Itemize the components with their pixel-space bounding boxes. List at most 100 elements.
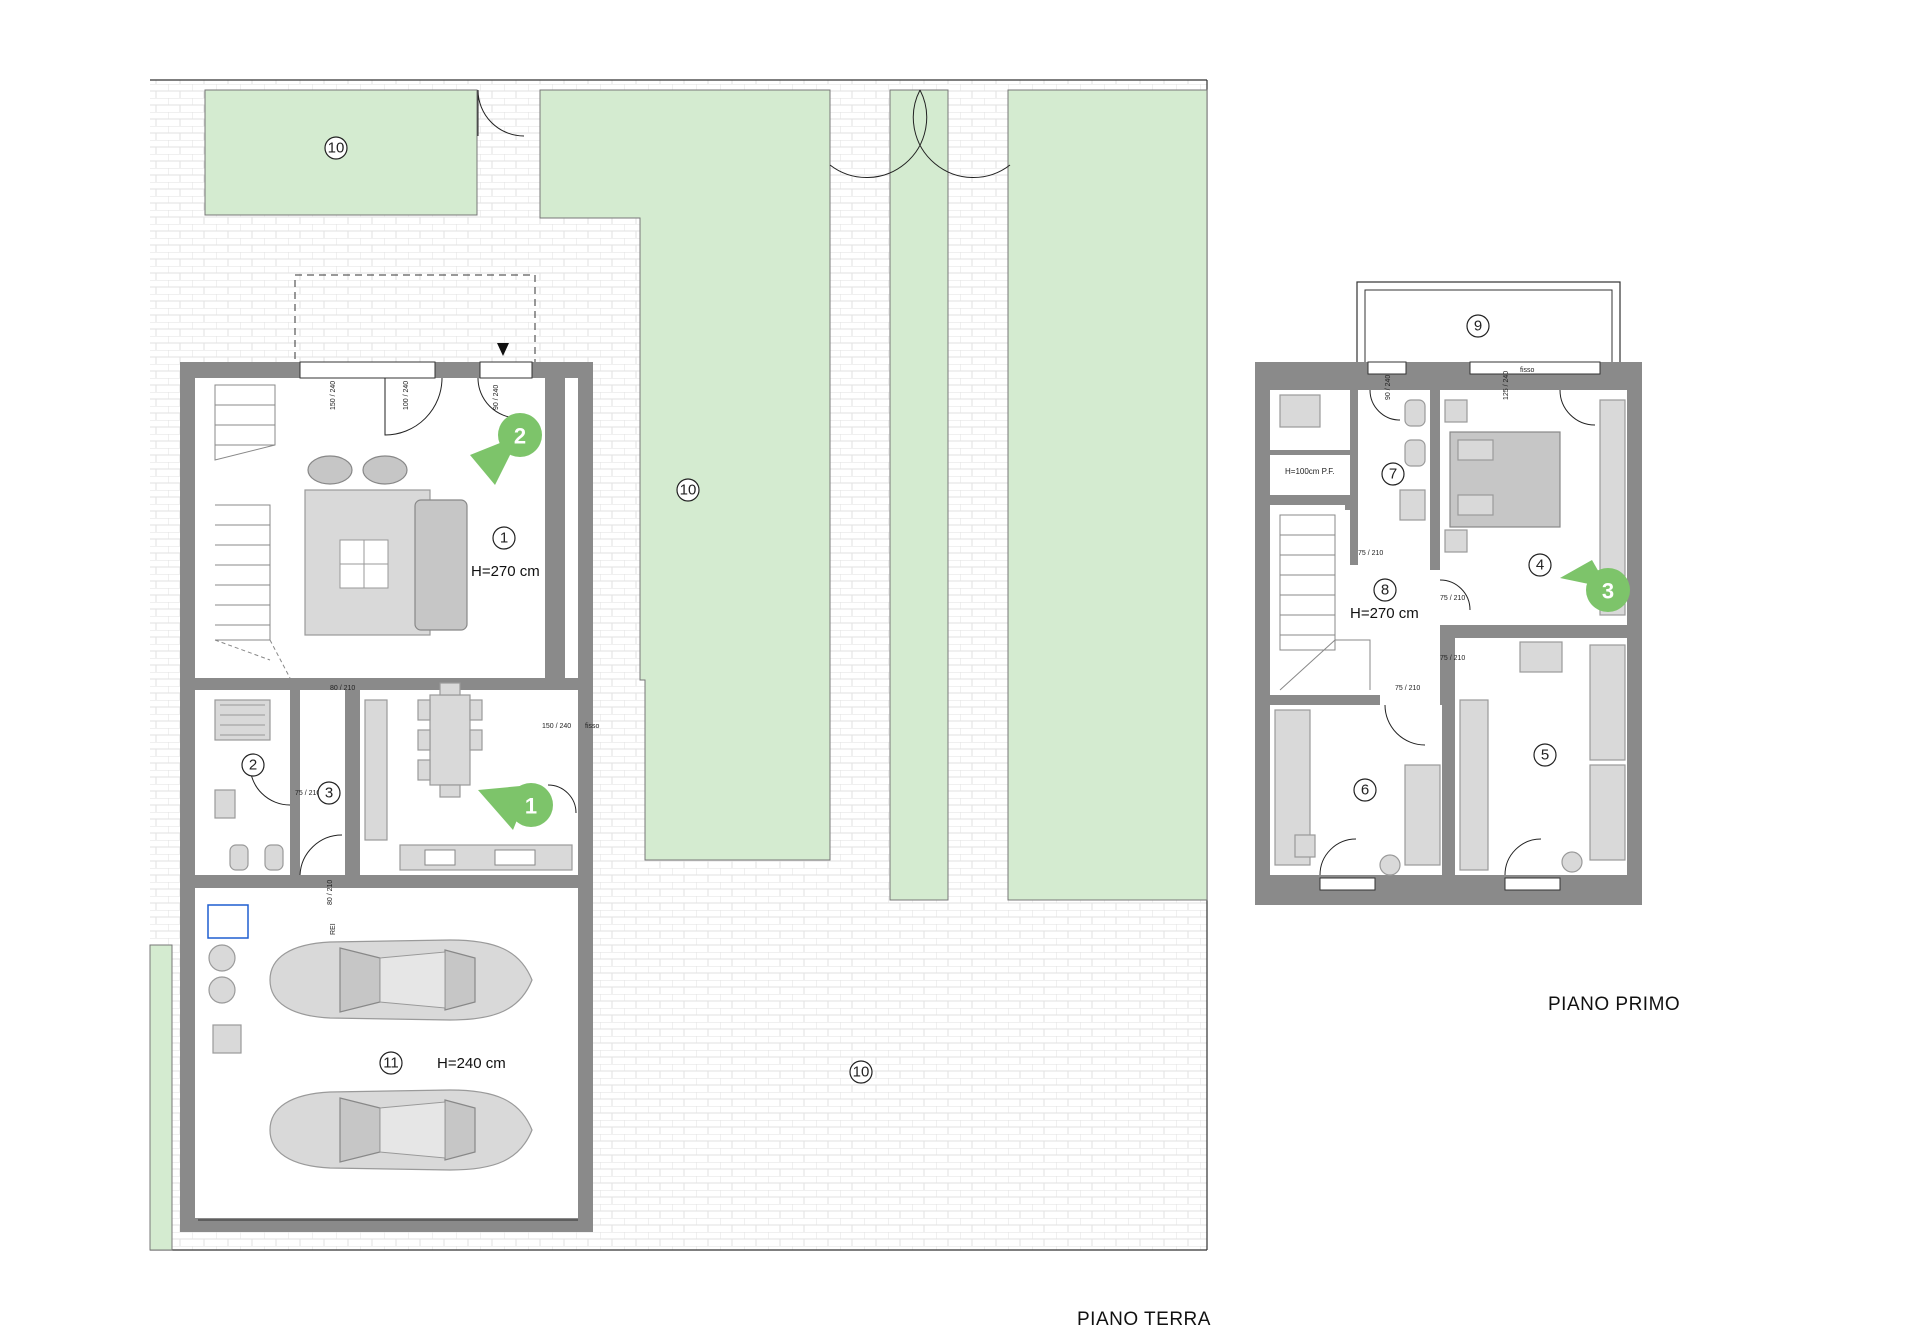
shower-grid: [220, 704, 265, 736]
rei-label: REI: [330, 923, 337, 935]
bed-5b: [1589, 764, 1626, 861]
room-label-10c: 10: [849, 1060, 873, 1084]
dim-door-1: 100 / 240: [403, 381, 410, 410]
toilet-first: [1404, 399, 1426, 427]
dim-entrance: 90 / 240: [493, 385, 500, 410]
dim-door-8a: 75 / 210: [1358, 550, 1383, 557]
room-label-1: 1: [492, 526, 516, 550]
window-north-1: [299, 361, 436, 379]
garden-center: [539, 89, 831, 861]
viewpoint-3[interactable]: 3: [1560, 560, 1630, 612]
door-bed6-swing: [1319, 838, 1357, 876]
gate-left: [477, 89, 525, 137]
window-bedroom-6: [1319, 877, 1376, 891]
dryer: [208, 976, 236, 1004]
bed-6: [1404, 764, 1441, 866]
toilet: [229, 844, 249, 871]
svg-text:2: 2: [249, 757, 257, 774]
chair: [417, 699, 431, 721]
window-bath: [1367, 361, 1407, 375]
coffee-table-lines: [340, 540, 388, 588]
bidet-first: [1404, 439, 1426, 467]
dim-door-8b: 75 / 210: [1440, 595, 1465, 602]
garage-height: H=240 cm: [437, 1055, 506, 1072]
bidet: [264, 844, 284, 871]
door-bed5-swing: [1504, 838, 1542, 876]
wall-inner-d: [1442, 695, 1455, 875]
viewpoint-2[interactable]: 2: [470, 413, 542, 485]
desk-5: [1519, 641, 1563, 673]
garden-strip-2: [1007, 89, 1208, 901]
sofa: [414, 499, 468, 631]
fisso-east: fisso: [585, 723, 600, 730]
room-label-8: 8: [1373, 578, 1397, 602]
dim-door-2: 80 / 210: [330, 685, 355, 692]
sink-first: [1399, 489, 1426, 521]
chair: [469, 729, 483, 751]
dining-table: [429, 694, 471, 786]
door-swing-1: [384, 377, 443, 436]
room-stair-first: [1270, 505, 1345, 695]
window-bedroom-5: [1504, 877, 1561, 891]
chair-5: [1561, 851, 1583, 873]
room-corridor: [300, 690, 345, 875]
garden-left-strip: [149, 944, 173, 1251]
desk-6: [1294, 834, 1316, 858]
room-label-5: 5: [1533, 743, 1557, 767]
svg-text:6: 6: [1361, 782, 1369, 799]
room-parapet: [1270, 455, 1350, 495]
armchair-1: [307, 455, 353, 485]
car-2: [269, 1089, 533, 1171]
wall-east-column: [545, 378, 565, 678]
chair: [417, 729, 431, 751]
first-floor-height: H=270 cm: [1350, 605, 1419, 622]
room-label-10a: 10: [324, 136, 348, 160]
svg-text:10: 10: [680, 482, 697, 499]
door-swing-garage: [299, 834, 343, 876]
armchair-2: [362, 455, 408, 485]
dim-bath-window: 90 / 240: [1385, 375, 1392, 400]
dim-door-8d: 75 / 210: [1395, 685, 1420, 692]
sink: [214, 789, 236, 819]
room-label-3: 3: [317, 781, 341, 805]
pillow: [1457, 494, 1494, 516]
first-floor-title: PIANO PRIMO: [1548, 994, 1680, 1015]
first-floor-plan: 9: [1255, 281, 1680, 1015]
svg-text:9: 9: [1474, 318, 1482, 335]
room-label-2: 2: [241, 753, 265, 777]
door-entrance: [479, 361, 533, 379]
svg-text:8: 8: [1381, 582, 1389, 599]
viewpoint-1[interactable]: 1: [478, 783, 553, 830]
washing-machine: [208, 944, 236, 972]
utility-box: [207, 904, 249, 939]
shower-first: [1279, 394, 1321, 428]
stair-ground: [214, 384, 291, 679]
stair-first: [1279, 514, 1371, 691]
ground-floor-plan: 150 / 240 100 / 240 90 / 240 150 / 240 f…: [149, 79, 1210, 1330]
window-bedroom-4: [1469, 361, 1601, 375]
room-label-11: 11: [379, 1051, 403, 1075]
svg-text:3: 3: [325, 785, 333, 802]
fisso-first: fisso: [1520, 367, 1535, 374]
svg-text:1: 1: [500, 530, 508, 547]
pillow: [1457, 439, 1494, 461]
dim-east-window: 150 / 240: [542, 723, 571, 730]
svg-text:4: 4: [1536, 557, 1544, 574]
chair-6: [1379, 854, 1401, 876]
door-bed4-inner: [1439, 579, 1471, 611]
chair: [417, 759, 431, 781]
kitchen-sink: [424, 849, 456, 866]
room-label-6: 6: [1353, 778, 1377, 802]
svg-text:10: 10: [853, 1064, 870, 1081]
svg-text:7: 7: [1389, 466, 1397, 483]
room-label-9: 9: [1466, 314, 1490, 338]
door-swing-kitchen: [547, 784, 577, 814]
dim-door-8c: 75 / 210: [1440, 655, 1465, 662]
living-height: H=270 cm: [471, 563, 540, 580]
wall-internal: [350, 678, 360, 875]
dim-bath-door: 75 / 210: [295, 790, 320, 797]
gate-double: [829, 89, 1011, 178]
dim-bed4-window: 125 / 240: [1503, 371, 1510, 400]
svg-text:11: 11: [383, 1055, 399, 1072]
